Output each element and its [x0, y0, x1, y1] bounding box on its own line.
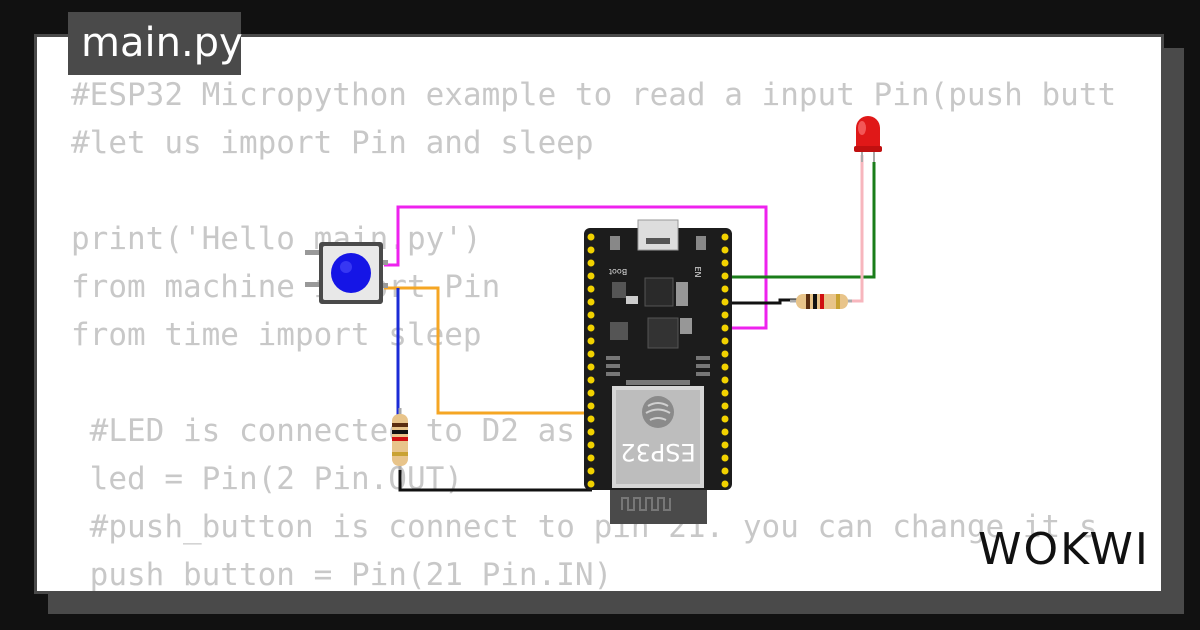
- en-label: EN: [693, 266, 702, 277]
- file-tab-main-py[interactable]: main.py: [68, 12, 243, 75]
- wire-orange: [384, 286, 592, 415]
- code-line: #push_button is connect to pin 21. you c…: [71, 509, 1098, 545]
- esp32-board[interactable]: ESP32 Boot EN: [584, 219, 732, 524]
- wire-pink: [848, 155, 864, 303]
- wire-black-right: [724, 298, 798, 305]
- led-red: [854, 116, 882, 162]
- code-line: #let us import Pin and sleep: [71, 125, 594, 161]
- wokwi-logo: WOKWI: [978, 524, 1150, 575]
- wire-magenta: [384, 205, 768, 330]
- push-button[interactable]: [305, 242, 388, 304]
- code-line: from time import sleep: [71, 317, 482, 353]
- wire-green: [724, 162, 876, 279]
- code-preview: #ESP32 Micropython example to read a inp…: [71, 71, 1161, 591]
- boot-label: Boot: [609, 267, 627, 276]
- code-line: push_button = Pin(21 Pin.IN): [71, 557, 613, 591]
- resistor-vertical: [392, 408, 408, 470]
- resistor-horizontal: [790, 294, 852, 309]
- esp32-label: ESP32: [620, 438, 695, 466]
- code-line: #LED is connected to D2 as: [71, 413, 575, 449]
- code-line: #ESP32 Micropython example to read a inp…: [71, 77, 1117, 113]
- wire-black-bottom: [398, 468, 592, 492]
